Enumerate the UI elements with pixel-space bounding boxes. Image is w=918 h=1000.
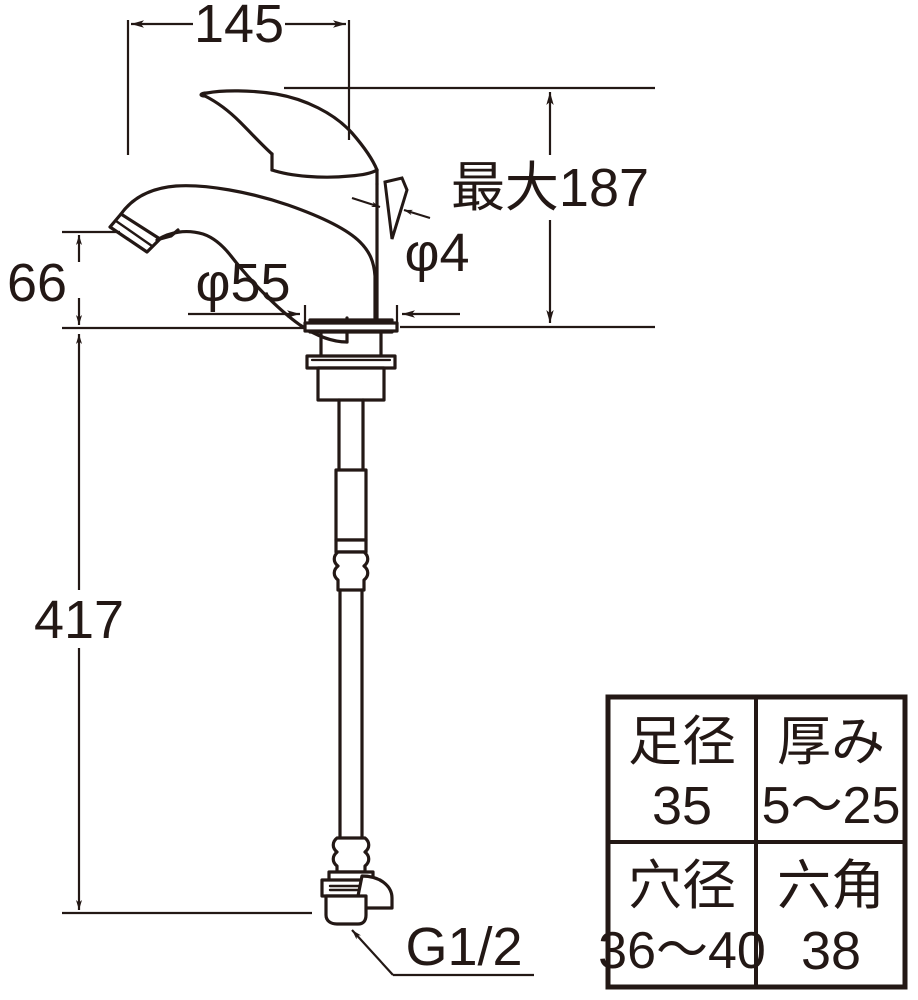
dimension-phi4 xyxy=(351,176,431,240)
lock-washer xyxy=(305,354,397,370)
phi4-arrow-right xyxy=(403,208,431,220)
lever-handle-outline xyxy=(205,89,379,172)
dimension-label-145: 145 xyxy=(194,0,284,54)
spec-cell-r1c0-value: 36〜40 xyxy=(598,922,766,980)
mounting-nut xyxy=(316,366,386,402)
supply-tube-long xyxy=(338,588,364,840)
lever-handle-nose xyxy=(199,91,209,98)
supply-tube-upper xyxy=(337,398,365,472)
faucet-body-group xyxy=(108,89,399,926)
spec-cell-r0c0-header: 足径 xyxy=(628,712,736,772)
phi4-arrow-left xyxy=(351,196,381,209)
dimension-label-phi4: φ4 xyxy=(404,223,469,283)
aerator-inner-line xyxy=(114,219,154,248)
dimension-max187 xyxy=(284,86,655,329)
dimension-base-right-arrow xyxy=(395,305,460,322)
flex-joint-ribs xyxy=(332,550,370,592)
spout-top-curve xyxy=(119,184,377,320)
flex-joint-lower xyxy=(331,836,371,874)
lever-cap-top xyxy=(270,168,379,179)
spec-cell-r0c1-value: 5〜25 xyxy=(762,777,901,835)
dimension-145 xyxy=(126,20,351,155)
escutcheon-plate-wide xyxy=(303,321,399,333)
dimension-phi55 xyxy=(188,305,307,322)
lever-handle-underside xyxy=(203,94,274,156)
spec-table: 足径 35 厚み 5〜25 穴径 36〜40 六角 38 xyxy=(598,694,908,990)
flex-joint-upper xyxy=(334,538,368,554)
fitting-lower-body xyxy=(324,894,368,926)
spec-cell-r1c1-value: 38 xyxy=(801,921,861,981)
dimension-label-417: 417 xyxy=(34,590,124,650)
spec-cell-r0c0-value: 35 xyxy=(652,776,712,836)
aerator-edge-line xyxy=(145,237,162,254)
coupling-sleeve xyxy=(334,468,368,542)
dimension-label-max187: 最大187 xyxy=(451,158,649,218)
dimension-label-66: 66 xyxy=(7,253,67,313)
dimension-label-g12: G1/2 xyxy=(405,917,522,977)
spec-cell-r0c1-header: 厚み xyxy=(777,712,885,772)
spec-cell-r1c1-header: 六角 xyxy=(777,856,885,916)
dimension-417 xyxy=(62,334,312,915)
dimension-label-phi55: φ55 xyxy=(195,253,290,313)
leader-g12 xyxy=(351,929,534,977)
spout-tip-joint xyxy=(158,228,180,241)
leader-line-g12 xyxy=(351,929,394,976)
spec-cell-r1c0-header: 穴径 xyxy=(628,856,736,916)
phi4-wedge-shape xyxy=(383,176,409,240)
dimension-66 xyxy=(62,230,305,330)
